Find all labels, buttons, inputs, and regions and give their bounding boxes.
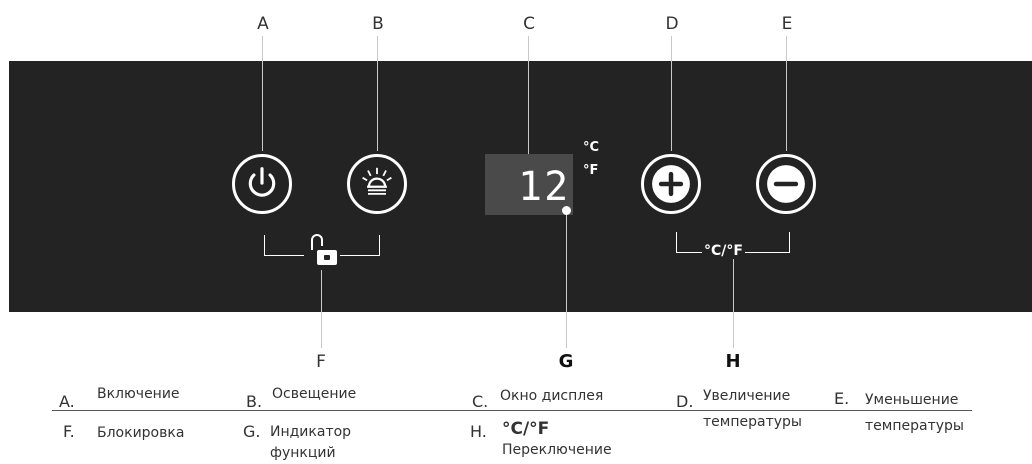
callout-d: D [665, 14, 679, 34]
increase-temperature-button[interactable] [641, 154, 701, 214]
legend-separator [52, 410, 972, 411]
leader-g-panel [566, 212, 567, 348]
indicator-dot-icon [562, 206, 571, 215]
unit-celsius: °C [583, 140, 600, 155]
legend-b-text: Освещение [272, 386, 357, 402]
leader-e-panel [786, 61, 787, 151]
light-icon [362, 167, 392, 195]
callout-e: E [781, 14, 793, 34]
callout-h: H [725, 351, 741, 372]
temperature-readout: 12 [518, 164, 571, 210]
lock-icon[interactable] [304, 230, 340, 270]
callout-g: G [558, 351, 574, 372]
callout-b: B [372, 14, 384, 34]
legend-e-letter: E. [834, 389, 850, 408]
legend-a-text: Включение [97, 386, 180, 402]
plus-icon [652, 165, 690, 203]
legend-c-letter: C. [472, 392, 489, 411]
leader-h-panel [733, 255, 734, 348]
unit-fahrenheit: °F [583, 163, 599, 178]
display-window [485, 154, 573, 215]
power-icon [248, 167, 276, 197]
callout-a: A [257, 14, 269, 34]
leader-c-panel [528, 61, 529, 154]
legend-g-line2: функций [270, 445, 336, 461]
legend-d-letter: D. [676, 392, 694, 411]
legend-b-letter: B. [246, 392, 263, 411]
legend-g-line1: Индикатор [270, 424, 352, 440]
light-button[interactable] [347, 154, 407, 214]
legend-a-letter: A. [59, 392, 75, 411]
callout-f: F [316, 352, 326, 372]
leader-a-panel [262, 61, 263, 151]
legend-d-line2: температуры [703, 414, 802, 430]
minus-icon [767, 165, 805, 203]
legend-e-line1: Уменьшение [865, 392, 959, 408]
legend-g-letter: G. [243, 422, 261, 441]
unit-switch-label[interactable]: °C/°F [702, 243, 745, 259]
leader-b-panel [377, 61, 378, 151]
power-button[interactable] [232, 154, 292, 214]
leader-d-panel [671, 61, 672, 151]
legend-f-text: Блокировка [97, 425, 185, 441]
decrease-temperature-button[interactable] [756, 154, 816, 214]
legend-c-text: Окно дисплея [500, 388, 604, 404]
callout-c: C [523, 14, 535, 34]
legend-f-letter: F. [63, 422, 75, 441]
legend-e-line2: температуры [865, 418, 964, 434]
legend-d-line1: Увеличение [703, 388, 791, 404]
legend-h-letter: H. [470, 422, 487, 441]
legend-h-line1: °C/°F [502, 419, 550, 439]
legend-h-line2: Переключение [502, 442, 612, 458]
leader-f-panel [321, 268, 322, 348]
